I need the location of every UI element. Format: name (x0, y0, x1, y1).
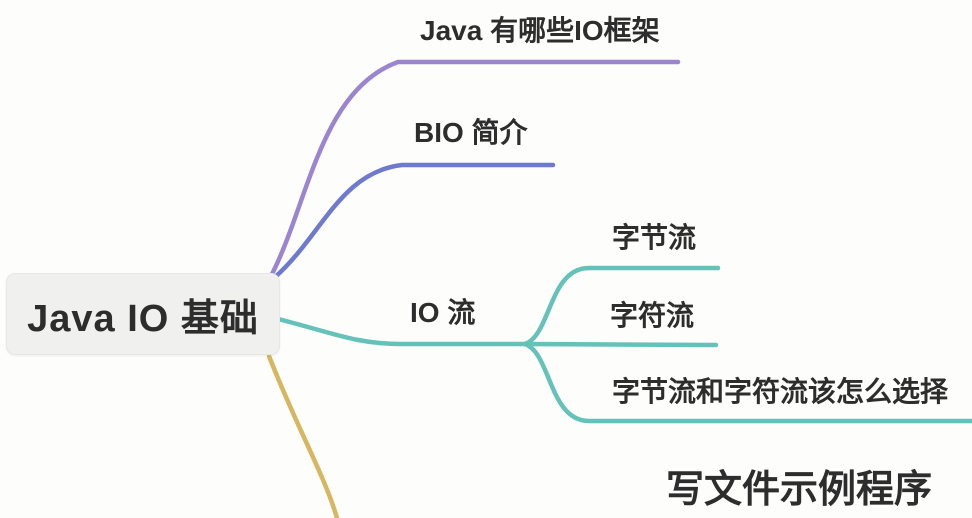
topic-bio-intro[interactable]: BIO 简介 (414, 117, 528, 148)
branch-line-file (266, 353, 340, 518)
topic-io-frameworks[interactable]: Java 有哪些IO框架 (420, 15, 660, 46)
topic-byte-stream[interactable]: 字节流 (612, 222, 697, 253)
topic-char-stream[interactable]: 字符流 (610, 300, 695, 331)
branch-line-char-stream (522, 341, 719, 348)
branch-line-byte-vs-char (522, 341, 972, 424)
topic-byte-vs-char-choice[interactable]: 字节流和字符流该怎么选择 (612, 376, 949, 407)
branch-line-byte-stream (522, 265, 721, 347)
branch-line-io-frameworks (268, 59, 681, 279)
root-node-label: Java IO 基础 (27, 297, 259, 340)
topic-write-file-example[interactable]: 写文件示例程序 (666, 469, 933, 511)
branch-line-bio-intro (271, 162, 556, 281)
branch-line-io-stream (275, 316, 528, 347)
topic-io-stream[interactable]: IO 流 (410, 297, 476, 328)
root-node[interactable]: Java IO 基础 (6, 273, 280, 355)
